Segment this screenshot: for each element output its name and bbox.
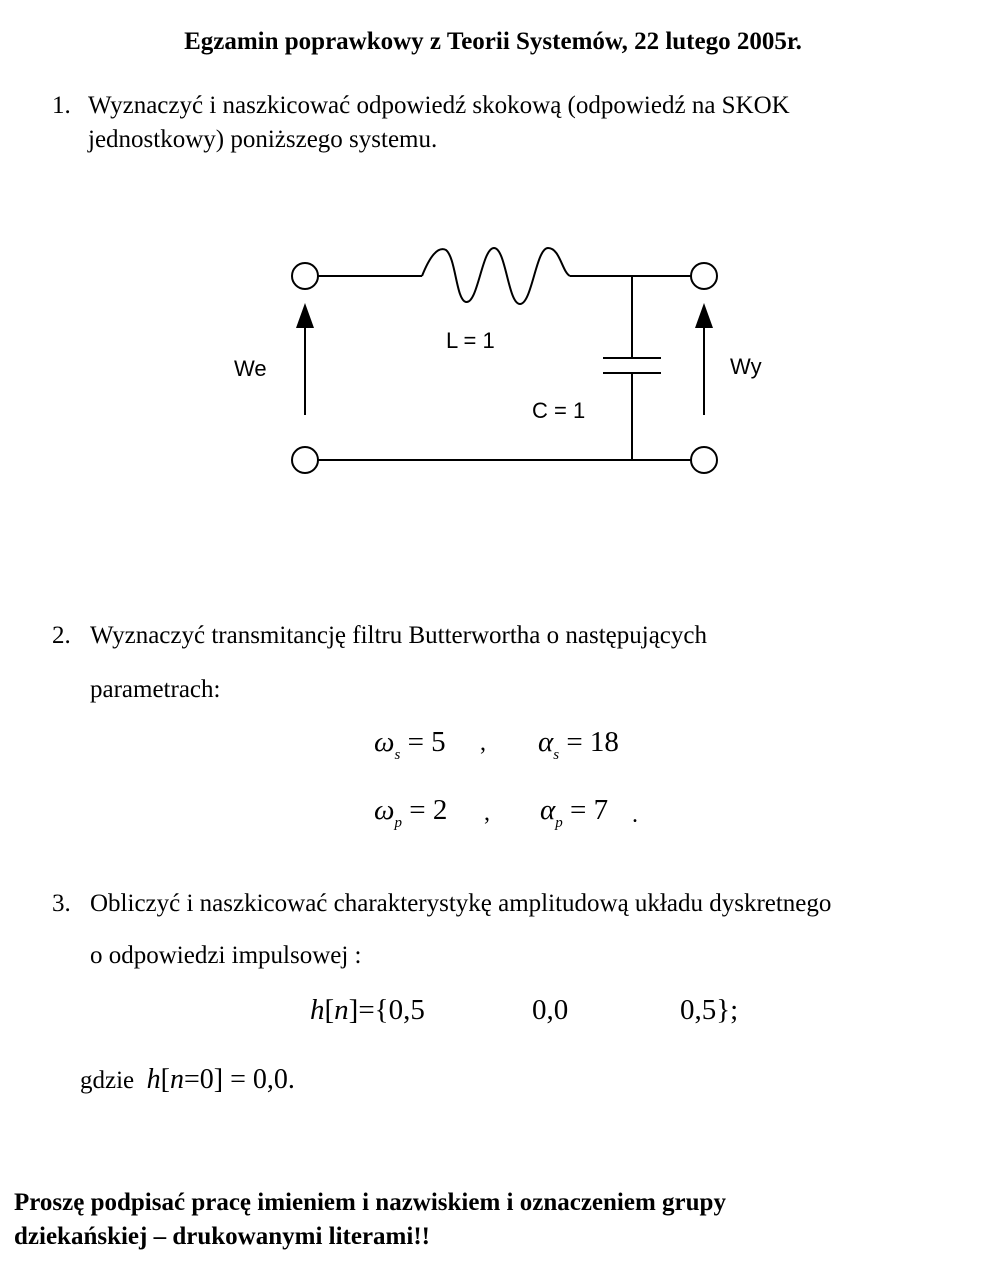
impulse-response-end: 0,5}; [680, 994, 739, 1026]
impulse-response: h[n]={0,5 [310, 994, 425, 1026]
omega-p-param: ωp = 2 [374, 794, 448, 831]
separator-1: , [480, 730, 486, 756]
end-period: . [632, 802, 638, 828]
input-arrow-head [296, 303, 314, 328]
gdzie-condition: gdzie h[n=0] = 0,0. [80, 1064, 295, 1095]
footer-line1: Proszę podpisać pracę imieniem i nazwisk… [14, 1189, 726, 1216]
q3-number: 3. [52, 890, 71, 917]
output-top-terminal [690, 262, 718, 290]
alpha-p-param: αp = 7 [540, 794, 609, 831]
q2-text-line2: parametrach: [90, 676, 221, 703]
q3-text-line2: o odpowiedzi impulsowej : [90, 942, 362, 969]
q3-text-line1: Obliczyć i naszkicować charakterystykę a… [90, 890, 832, 917]
capacitor-label: C = 1 [532, 398, 586, 423]
output-arrow-head [695, 303, 713, 328]
q2-text-line1: Wyznaczyć transmitancję filtru Butterwor… [90, 622, 707, 649]
alpha-s-param: αs = 18 [538, 726, 619, 763]
input-label: We [234, 356, 267, 381]
inductor [421, 246, 571, 306]
impulse-response-mid: 0,0 [532, 994, 569, 1026]
output-bottom-terminal [690, 446, 718, 474]
input-bottom-terminal [291, 446, 319, 474]
q1-text-line2: jednostkowy) poniższego systemu. [88, 126, 438, 153]
footer-line2: dziekańskiej – drukowanymi literami!! [14, 1223, 430, 1250]
separator-2: , [484, 800, 490, 826]
exam-title: Egzamin poprawkowy z Teorii Systemów, 22… [184, 28, 802, 55]
q1-text-line1: Wyznaczyć i naszkicować odpowiedź skokow… [88, 92, 790, 119]
output-label: Wy [730, 354, 762, 379]
q1-number: 1. [52, 92, 71, 119]
input-top-terminal [291, 262, 319, 290]
q2-number: 2. [52, 622, 71, 649]
omega-s-param: ωs = 5 [374, 726, 446, 763]
inductor-label: L = 1 [446, 328, 495, 353]
signature-instructions: Proszę podpisać pracę imieniem i nazwisk… [14, 1186, 726, 1254]
